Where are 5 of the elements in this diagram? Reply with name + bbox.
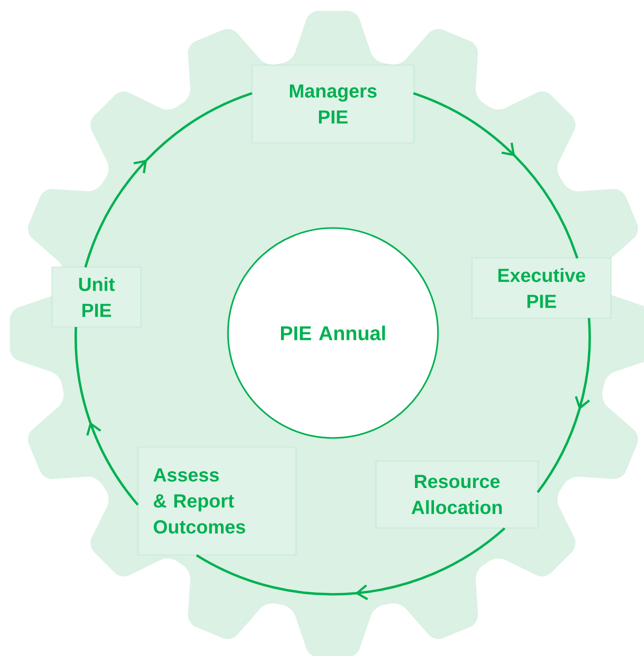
process-box: Resource Allocation [376, 460, 538, 528]
process-box: Executive PIE [472, 258, 612, 318]
process-box: Unit PIE [52, 266, 142, 328]
process-box: Managers PIE [252, 64, 414, 144]
process-box: Assess & Report Outcomes [138, 446, 296, 556]
